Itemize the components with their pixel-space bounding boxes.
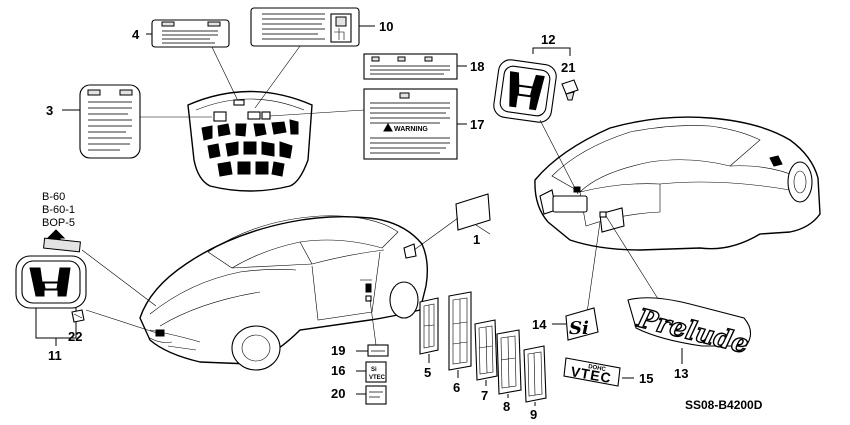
svg-text:Si: Si [569, 318, 589, 339]
svg-text:VTEC: VTEC [369, 375, 386, 381]
callout-3: 3 [46, 103, 53, 118]
callout-19: 19 [331, 343, 345, 358]
ref-code-b60: B-60 [42, 191, 65, 203]
callout-17: 17 [470, 117, 484, 132]
front-h-emblem [15, 255, 87, 309]
label-part-3 [79, 84, 141, 159]
callout-13: 13 [674, 366, 688, 381]
clip-part-22 [71, 309, 85, 323]
svg-text:DOHC: DOHC [588, 364, 607, 373]
hood-underside [187, 90, 313, 192]
window-label-6 [448, 291, 472, 371]
callout-14: 14 [532, 317, 547, 332]
ref-code-bop5: BOP-5 [42, 217, 75, 229]
callout-6: 6 [453, 380, 460, 395]
prelude-emblem: Prelude [627, 297, 752, 361]
callout-15: 15 [639, 371, 653, 386]
badge-part-20 [365, 385, 387, 405]
window-label-9 [523, 345, 547, 403]
badge-part-19 [367, 344, 389, 357]
callout-12: 12 [541, 32, 555, 47]
callout-18: 18 [470, 59, 484, 74]
callout-20: 20 [331, 386, 345, 401]
svg-text:VTEC: VTEC [569, 363, 612, 386]
car-rear-view [534, 116, 821, 251]
callout-9: 9 [530, 407, 537, 422]
rear-h-emblem [493, 59, 557, 123]
label-part-10 [250, 7, 360, 47]
car-front-view [139, 215, 429, 371]
si-emblem: Si [565, 307, 599, 341]
callout-5: 5 [424, 365, 431, 380]
callout-22: 22 [68, 329, 82, 344]
badge-part-16: Si VTEC [365, 361, 387, 383]
decal-part-1 [455, 193, 491, 231]
warning-text: WARNING [394, 126, 428, 133]
label-part-18 [363, 53, 458, 80]
window-label-7 [474, 319, 498, 381]
window-label-5 [419, 297, 439, 355]
callout-11: 11 [48, 348, 62, 363]
svg-text:Si: Si [371, 367, 377, 373]
callout-7: 7 [481, 388, 488, 403]
callout-10: 10 [379, 19, 393, 34]
label-part-4 [151, 19, 230, 48]
clip-part-21 [561, 79, 579, 101]
vtec-emblem: DOHC VTEC [563, 357, 621, 387]
label-part-17: WARNING [363, 88, 458, 160]
callout-16: 16 [331, 363, 345, 378]
window-label-8 [496, 329, 522, 395]
callout-4: 4 [132, 27, 140, 42]
diagram-code: SS08-B4200D [685, 398, 763, 412]
callout-1: 1 [473, 232, 480, 247]
ref-code-b60-1: B-60-1 [42, 204, 75, 216]
callout-21: 21 [561, 60, 575, 75]
callout-8: 8 [503, 399, 510, 414]
